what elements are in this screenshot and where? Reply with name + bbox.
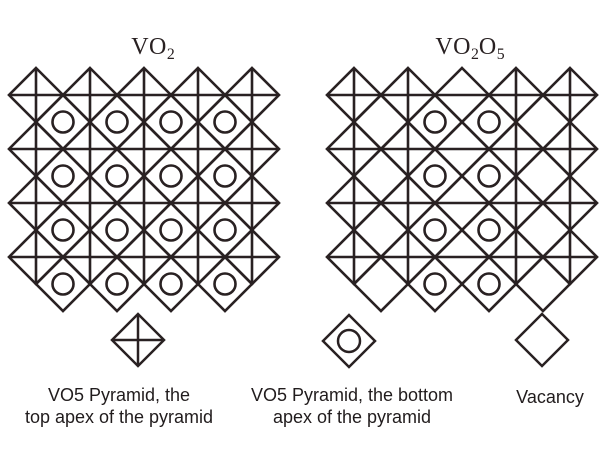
title-text: O [478, 34, 497, 60]
pyramid-down-cell [34, 201, 92, 259]
title-text: VO [131, 34, 167, 60]
pyramid-down-cell [196, 93, 254, 151]
title-subscript: 2 [470, 45, 479, 63]
pyramid-up-cell [379, 228, 437, 286]
pyramid-down-cell [88, 93, 146, 151]
pyramid-up-cell [541, 228, 599, 286]
pyramid-down-cell [406, 255, 464, 313]
vacancy-cell [514, 255, 572, 313]
pyramid-down-cell [34, 147, 92, 205]
pyramid-up-cell [487, 228, 545, 286]
pyramid-down-cell [34, 93, 92, 151]
pyramid-down-cell [142, 255, 200, 313]
pyramid-up-cell [61, 228, 119, 286]
lattice-vo2o5 [325, 66, 599, 313]
pyramid-down-cell [142, 93, 200, 151]
pyramid-down-cell [196, 255, 254, 313]
vacancy-cell [352, 93, 410, 151]
pyramid-up-cell [223, 228, 281, 286]
title-vo2: VO2 [131, 34, 175, 63]
legend-label-pyramid-up: VO5 Pyramid, the top apex of the pyramid [25, 384, 213, 428]
title-text: VO [435, 34, 471, 60]
title-subscript: 2 [166, 45, 175, 63]
title-subscript: 5 [496, 45, 505, 63]
legend-label-line: VO5 Pyramid, the bottom [250, 385, 454, 405]
pyramid-up-cell [7, 228, 65, 286]
pyramid-up-icon [110, 312, 166, 368]
title-vo2o5: VO2O5 [435, 34, 505, 63]
legend-label-line: Vacancy [516, 387, 584, 407]
pyramid-up-cell [325, 228, 383, 286]
pyramid-down-cell [34, 255, 92, 313]
legend-label-pyramid-down: VO5 Pyramid, the bottom apex of the pyra… [251, 384, 453, 428]
pyramid-down-cell [196, 147, 254, 205]
pyramid-down-cell [196, 201, 254, 259]
pyramid-down-cell [88, 147, 146, 205]
legend-label-vacancy: Vacancy [516, 386, 584, 408]
legend-label-line: apex of the pyramid [272, 407, 432, 427]
vacancy-cell [433, 228, 491, 286]
legend-label-line: top apex of the pyramid [24, 407, 214, 427]
pyramid-down-cell [460, 93, 518, 151]
pyramid-down-cell [460, 255, 518, 313]
pyramid-down-cell [88, 255, 146, 313]
pyramid-down-cell [142, 201, 200, 259]
pyramid-up-cell [115, 228, 173, 286]
pyramid-down-cell [88, 201, 146, 259]
vacancy-cell [352, 147, 410, 205]
vacancy-icon [514, 312, 570, 368]
vacancy-cell [514, 147, 572, 205]
vacancy-cell [514, 201, 572, 259]
vacancy-cell [514, 93, 572, 151]
pyramid-down-cell [406, 201, 464, 259]
pyramid-down-cell [142, 147, 200, 205]
vacancy-cell [352, 201, 410, 259]
legend-label-line: VO5 Pyramid, the [47, 385, 191, 405]
pyramid-down-cell [406, 147, 464, 205]
lattice-vo2 [7, 66, 281, 313]
pyramid-down-cell [460, 201, 518, 259]
pyramid-down-cell [406, 93, 464, 151]
pyramid-up-cell [169, 228, 227, 286]
vacancy-cell [352, 255, 410, 313]
pyramid-down-icon [321, 313, 377, 369]
pyramid-down-cell [460, 147, 518, 205]
